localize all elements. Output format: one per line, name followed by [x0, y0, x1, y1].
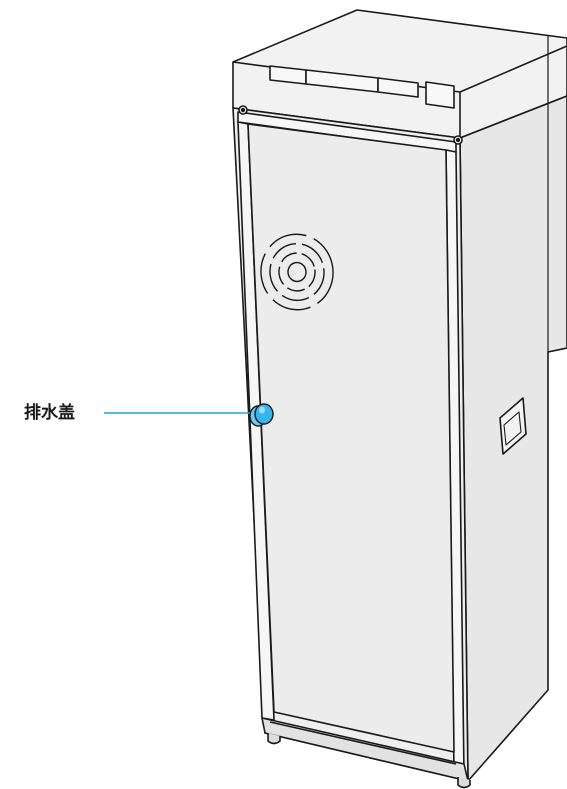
cabinet-foot-right	[457, 777, 471, 789]
base-strip	[269, 721, 457, 765]
drain-cap	[249, 403, 274, 427]
fan-ring-outer	[260, 233, 334, 311]
drain-cap-highlight	[259, 406, 265, 414]
top-vent-square	[425, 81, 455, 109]
screw-right-center-icon	[455, 137, 461, 143]
screw-left-center-icon	[240, 107, 246, 113]
cabinet-foot-left	[267, 733, 281, 745]
fan-grille-icon	[260, 233, 334, 311]
drain-cap-label: 排水盖	[24, 403, 75, 423]
fan-hub	[287, 261, 307, 283]
cabinet	[232, 9, 567, 789]
side-seam-right	[547, 347, 567, 353]
door-panel	[247, 123, 455, 753]
fan-ring-middle	[269, 242, 325, 302]
top-vent-slot-1	[269, 65, 307, 85]
drain-cap-face	[254, 403, 274, 425]
top-vent-slot-3	[377, 77, 419, 98]
side-handle-inner	[503, 411, 522, 446]
